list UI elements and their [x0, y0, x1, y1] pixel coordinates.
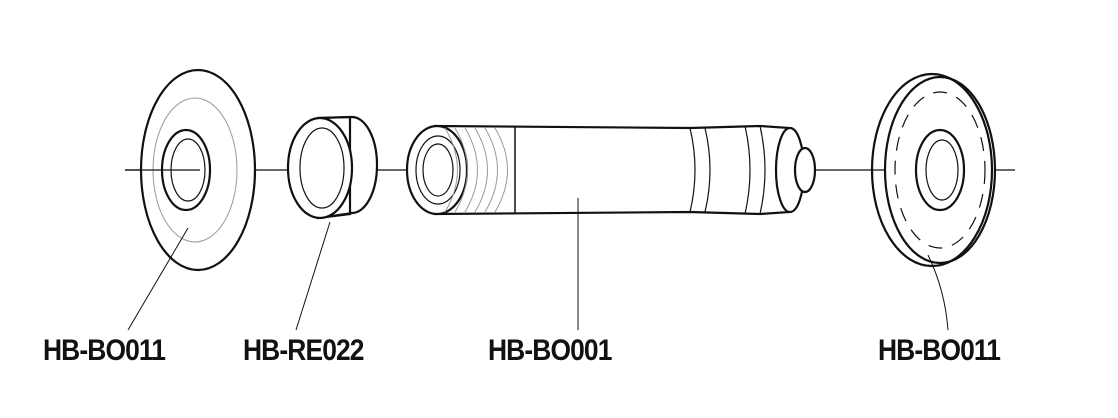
part-label-right-cup: HB-BO011: [878, 334, 1001, 367]
leader-line: [295, 221, 331, 331]
leader-line: [927, 254, 949, 331]
right-cup-part: [870, 72, 997, 268]
part-label-axle: HB-BO001: [488, 334, 612, 367]
axle-part: [405, 124, 817, 216]
leader-line: [127, 227, 189, 331]
ring-part: [286, 115, 379, 220]
left-cup-part: [125, 68, 257, 272]
part-label-left-cup: HB-BO011: [43, 334, 166, 367]
part-label-ring: HB-RE022: [243, 334, 364, 367]
